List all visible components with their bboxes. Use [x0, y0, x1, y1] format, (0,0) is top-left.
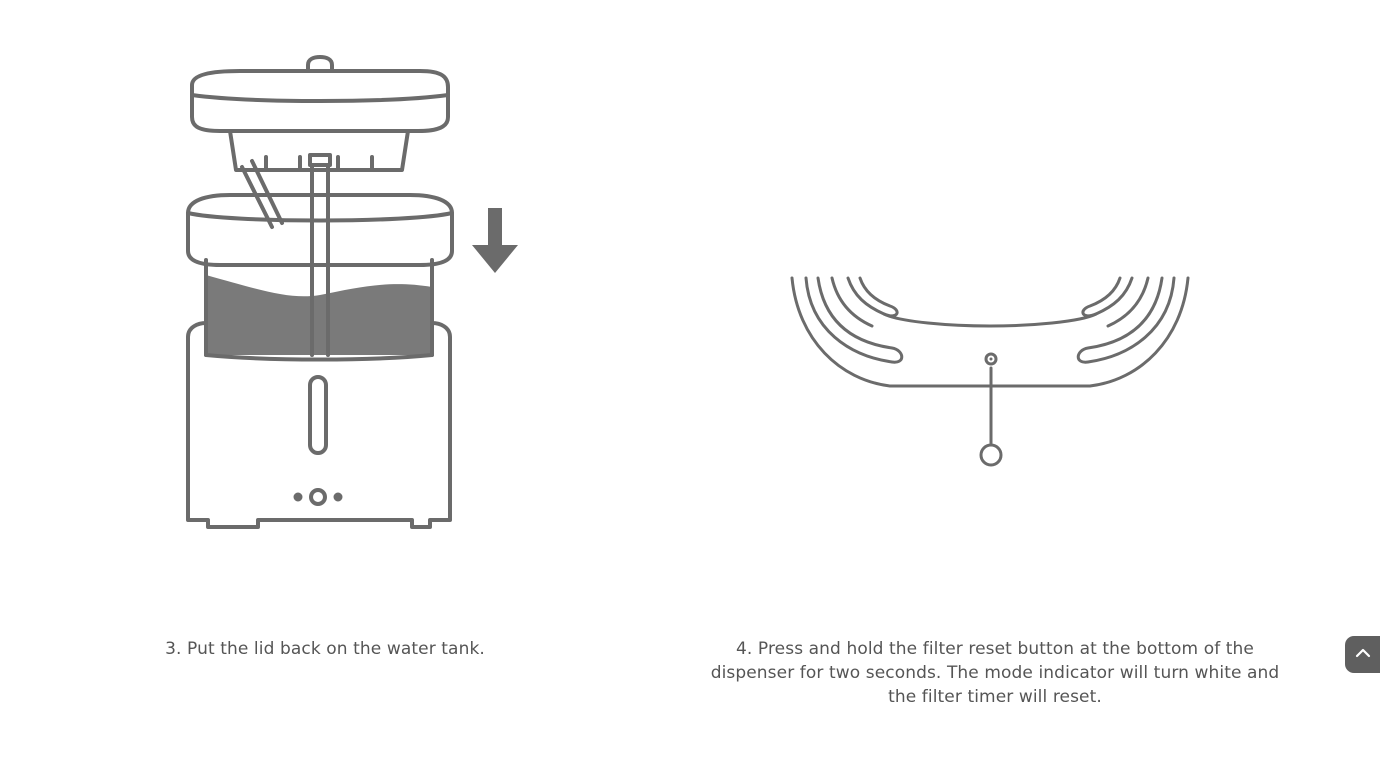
- back-to-top-button[interactable]: [1345, 636, 1380, 673]
- filter-reset-button-icon: [780, 270, 1200, 475]
- step-4-caption: 4. Press and hold the filter reset butto…: [710, 639, 1280, 707]
- water-tank-lid-icon: [170, 55, 530, 545]
- chevron-up-icon: [1353, 643, 1373, 667]
- step-3-caption: 3. Put the lid back on the water tank.: [165, 639, 485, 659]
